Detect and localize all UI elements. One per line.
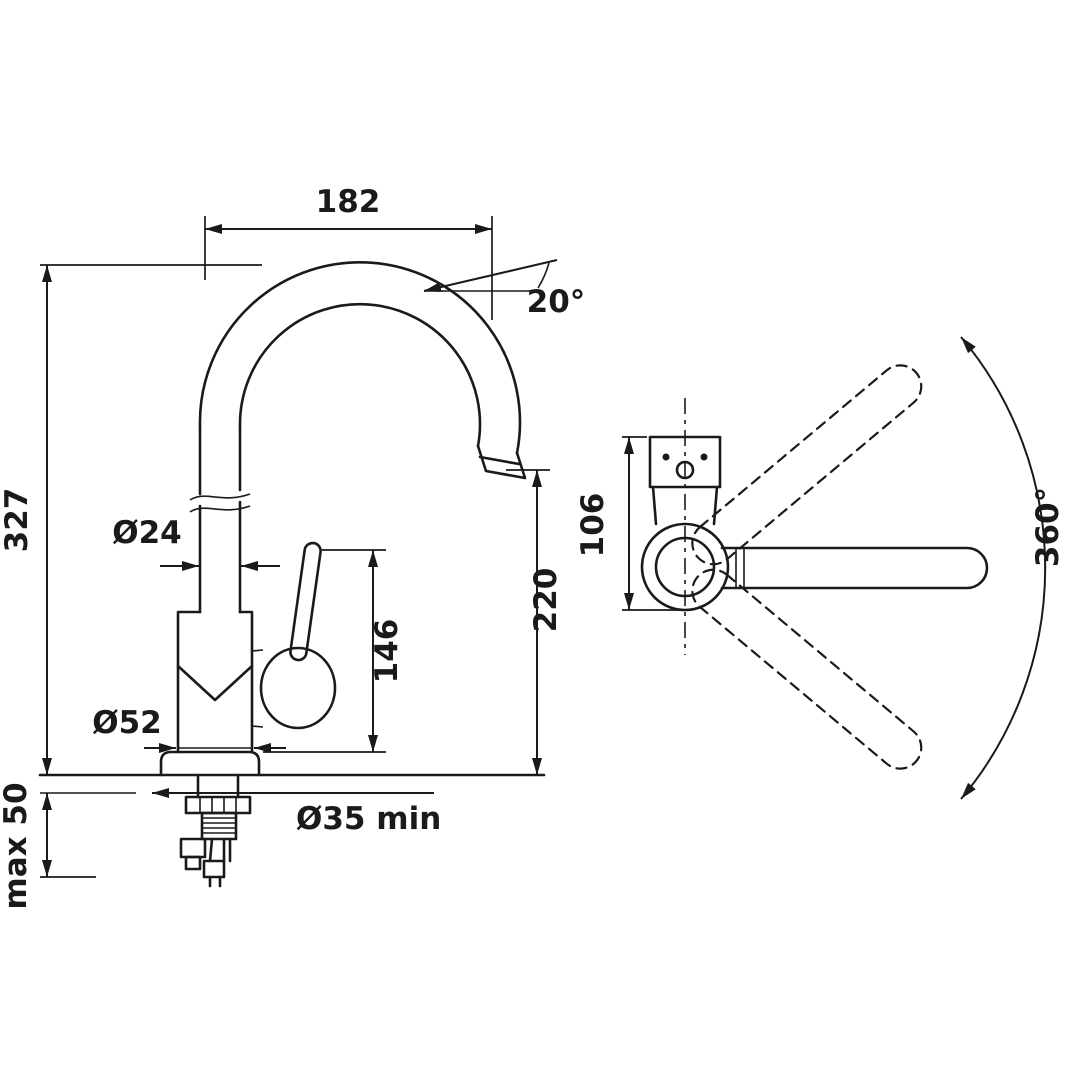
dim-106-label: 106 <box>575 493 611 558</box>
dim-20-arc <box>537 262 550 289</box>
handle-dashed-down <box>691 568 923 770</box>
supply-fitting <box>179 837 207 859</box>
threaded-stud <box>200 811 238 841</box>
body-outline <box>176 610 254 754</box>
head-top-view <box>648 435 722 489</box>
dim-body-diameter: Ø52 <box>92 705 286 753</box>
head-dot-left <box>662 453 670 461</box>
dim-outlet-height: 220 <box>506 469 564 775</box>
base-flange <box>159 750 261 777</box>
dim-20-label: 20° <box>527 284 586 320</box>
handle-swivel-position-down <box>691 568 923 770</box>
gooseneck-outer-wall <box>198 260 522 455</box>
dim-327-label: 327 <box>0 488 35 553</box>
head-dot-right <box>700 453 708 461</box>
handle-joint-lines <box>735 548 745 588</box>
supply-hoses <box>208 837 232 888</box>
spout-tip-aerator <box>476 444 527 480</box>
dim-spout-angle: 20° <box>423 259 586 320</box>
faucet-top-view <box>640 336 1047 800</box>
dim-182-label: 182 <box>316 184 381 220</box>
head-small-circle <box>675 460 695 480</box>
swivel-arc <box>960 336 1047 800</box>
stud-thread-lines <box>202 817 236 834</box>
dim-106-ext-lines <box>622 436 682 611</box>
dim-max50-label: max 50 <box>0 782 34 909</box>
handle-hub <box>259 646 337 730</box>
dim-tube-diameter: Ø24 <box>112 515 280 571</box>
dim-20-leader <box>423 259 558 293</box>
dim-360-label: 360° <box>1030 487 1066 567</box>
dim-spout-reach: 182 <box>204 184 493 320</box>
dim-head-length: 106 <box>575 436 682 611</box>
dim-overall-height: 327 <box>0 264 262 775</box>
dim-o52-label: Ø52 <box>92 705 162 741</box>
body-chevron-joint <box>176 664 254 702</box>
dim-146-label: 146 <box>369 619 405 684</box>
body-inner-circle <box>654 536 716 598</box>
dim-deck-thickness: max 50 <box>0 782 96 910</box>
dimension-annotations: 182 20° 327 Ø24 146 <box>0 184 1066 910</box>
hose-connector <box>202 859 226 879</box>
dim-swivel-angle: 360° <box>1030 487 1066 567</box>
handle-swivel-position-up <box>691 364 923 566</box>
faucet-side-view <box>38 260 546 888</box>
handle-dashed-up <box>691 364 923 566</box>
mounting-nut <box>184 795 252 815</box>
dim-o35-label: Ø35 min <box>296 801 441 837</box>
tube-break-marks <box>189 493 251 513</box>
mounting-nut-hatch <box>199 797 237 813</box>
body-outer-circle <box>640 522 730 612</box>
neck-top-view <box>651 485 719 526</box>
gooseneck-inner-wall <box>238 302 482 448</box>
handle-lever-rod <box>289 541 322 662</box>
handle-top-view-solid <box>720 546 989 590</box>
dim-o24-label: Ø24 <box>112 515 182 551</box>
dim-lever-height: 146 <box>263 549 405 753</box>
dim-mounting-hole: Ø35 min <box>152 788 441 837</box>
handle-lever <box>289 541 322 662</box>
supply-fitting-nipple <box>184 855 202 871</box>
dim-220-label: 220 <box>528 568 564 633</box>
handle-hub-connectors <box>251 649 264 728</box>
